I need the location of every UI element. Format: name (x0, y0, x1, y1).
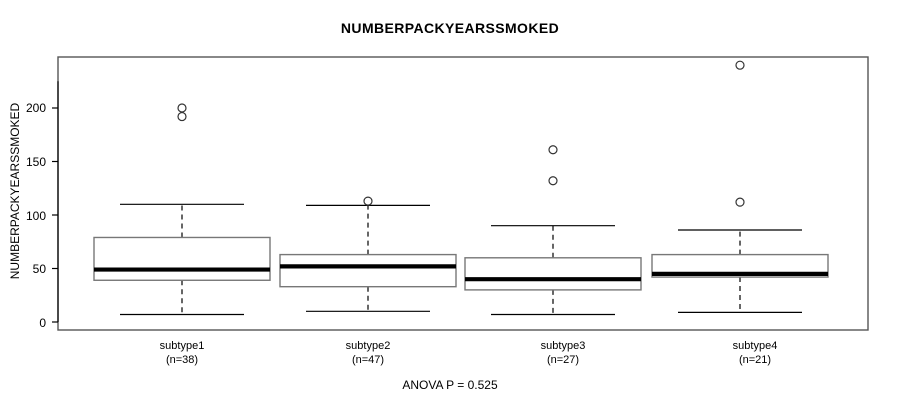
plot-frame (57, 56, 869, 331)
box-iqr-subtype1 (93, 236, 271, 281)
box-group-subtype4 (651, 60, 829, 313)
x-group-count-subtype3: (n=27) (546, 354, 580, 366)
x-group-count-subtype4: (n=21) (738, 354, 772, 366)
anova-annotation: ANOVA P = 0.525 (402, 378, 498, 392)
y-tick-label-150: 150 (25, 155, 46, 169)
y-tick-label-100: 100 (25, 209, 46, 223)
outlier-point-subtype4-1 (735, 197, 745, 207)
x-group-label-subtype3: subtype3 (n=27) (463, 339, 663, 367)
x-group-name-subtype4: subtype4 (732, 340, 778, 352)
x-group-name-subtype1: subtype1 (159, 340, 205, 352)
outlier-point-subtype3-0 (548, 145, 558, 155)
page-title: NUMBERPACKYEARSSMOKED (340, 20, 560, 36)
outlier-point-subtype1-1 (177, 111, 187, 122)
outlier-point-subtype4-0 (735, 60, 745, 70)
x-group-count-subtype2: (n=47) (351, 354, 385, 366)
x-group-label-subtype1: subtype1 (n=38) (82, 339, 282, 367)
x-group-count-subtype1: (n=38) (165, 354, 199, 366)
outlier-point-subtype2-0 (363, 196, 373, 206)
box-iqr-subtype3 (464, 257, 642, 291)
outlier-point-subtype3-1 (548, 176, 558, 186)
box-group-subtype2 (279, 196, 457, 312)
outlier-point-subtype1-0 (177, 103, 187, 113)
x-group-label-subtype2: subtype2 (n=47) (268, 339, 468, 367)
y-tick-label-50: 50 (32, 262, 46, 276)
y-tick-label-200: 200 (25, 101, 46, 115)
x-group-label-subtype4: subtype4 (n=21) (655, 339, 855, 367)
box-group-subtype3 (464, 145, 642, 316)
box-group-subtype1 (93, 103, 271, 316)
x-group-name-subtype2: subtype2 (345, 340, 391, 352)
x-group-name-subtype3: subtype3 (540, 340, 586, 352)
box-iqr-subtype2 (279, 253, 457, 288)
box-iqr-subtype4 (651, 253, 829, 278)
y-tick-label-0: 0 (39, 316, 46, 330)
